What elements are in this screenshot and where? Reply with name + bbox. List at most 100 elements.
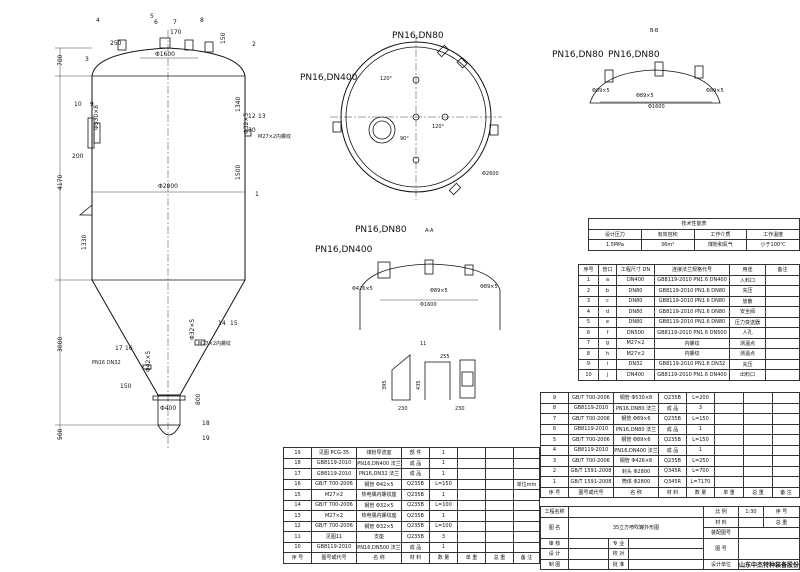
label: 审 核 [540, 537, 569, 549]
dim-200: 200 [72, 153, 84, 160]
table-cell [765, 327, 800, 339]
dim-3000: 3000 [57, 337, 64, 352]
table-cell: L=7170 [686, 476, 715, 488]
table-cell: DN80 [616, 285, 655, 297]
table-cell [485, 457, 514, 469]
table-cell: 19 [283, 447, 312, 459]
header-cell: 名 称 [356, 552, 402, 564]
table-cell [714, 413, 744, 425]
detail-11: 11 [420, 341, 426, 347]
table-cell: j [598, 369, 617, 381]
dim-bb-d89a: Φ89×5 [592, 88, 610, 94]
table-cell [457, 499, 486, 511]
table-cell [765, 274, 800, 286]
table-cell: 压力变送器 [729, 316, 766, 328]
label: 比 例 [703, 506, 739, 518]
label: 10 [74, 101, 82, 108]
table-cell: 10 [283, 541, 312, 553]
table-cell: h [598, 348, 617, 360]
table-cell: 1 [540, 476, 569, 488]
table-cell [714, 444, 744, 456]
table-cell: 钢管 Φ530×8 [613, 392, 659, 404]
table-cell [714, 423, 744, 435]
table-cell: i [598, 358, 617, 370]
table-cell [513, 520, 540, 532]
table-cell [457, 447, 486, 459]
support-detail [391, 354, 476, 401]
table-cell: 1 [429, 447, 458, 459]
dim-d1600: Φ1600 [155, 51, 175, 58]
table-cell: GB/T 700-2006 [311, 478, 357, 490]
tech-value: 1.5MPa [588, 239, 642, 251]
table-cell: 煤粉导流室 [356, 447, 402, 459]
table-cell: Q235B [658, 392, 687, 404]
table-cell [513, 510, 540, 522]
table-cell: 支座 [356, 531, 402, 543]
label-aa-dn400: PN16,DN400 [315, 245, 373, 255]
label-bb-dn80-1: PN16,DN80 [552, 50, 604, 60]
table-cell: Q235B [658, 413, 687, 425]
dim-bb-d89c: Φ89×5 [706, 88, 724, 94]
table-cell [513, 489, 540, 501]
dim-1340: 1340 [235, 97, 242, 112]
table-cell: f [598, 327, 617, 339]
dim-800: 800 [195, 393, 202, 405]
table-cell: 成 品 [658, 444, 687, 456]
table-cell [743, 392, 773, 404]
table-cell: M27×2 [616, 348, 655, 360]
table-cell [485, 468, 514, 480]
table-cell [743, 465, 773, 477]
table-cell: 14 [283, 499, 312, 511]
label: 序 号 [763, 506, 800, 518]
table-cell: M27×2 [311, 510, 357, 522]
table-cell: 12 [283, 520, 312, 532]
table-cell: 单位mm [513, 478, 540, 490]
table-cell: PN16,DN80 法兰 [613, 423, 659, 435]
table-cell: 7 [540, 413, 569, 425]
table-cell: 3 [429, 531, 458, 543]
table-cell [485, 478, 514, 490]
table-cell [457, 531, 486, 543]
table-cell [457, 489, 486, 501]
table-cell [765, 348, 800, 360]
table-cell [772, 444, 800, 456]
vessel-top-view [330, 35, 502, 200]
table-cell: c [598, 295, 617, 307]
header-cell: 序 号 [540, 486, 569, 498]
tech-table-title: 技术性能表 [588, 218, 800, 230]
table-cell: GB/T 1591-2008 [568, 476, 614, 488]
dim-d32-lower: Φ32×5 [189, 319, 196, 340]
table-cell: 2 [578, 285, 599, 297]
label: 图 号 [703, 537, 739, 560]
table-cell: 测温点 [729, 337, 766, 349]
label-top-dn80: PN16,DN80 [392, 31, 444, 41]
table-cell [485, 510, 514, 522]
table-cell: DN500 [616, 327, 655, 339]
label: 图 名 [540, 516, 569, 539]
table-cell: 入料口 [729, 274, 766, 286]
table-cell: 1 [429, 489, 458, 501]
table-cell: 1 [429, 541, 458, 553]
table-cell [772, 423, 800, 435]
table-cell: 内螺纹 [654, 337, 730, 349]
table-cell: 9 [578, 358, 599, 370]
section-b-b [589, 61, 721, 104]
table-cell: 1 [578, 274, 599, 286]
table-cell: GB8119-2010 PN1.6 DN80 [654, 316, 730, 328]
table-cell: L=700 [686, 465, 715, 477]
table-cell: L=150 [686, 434, 715, 446]
table-cell [765, 316, 800, 328]
table-cell [772, 455, 800, 467]
label: 设 计 [540, 548, 569, 560]
table-cell: L=250 [686, 455, 715, 467]
label: 装配图号 [703, 527, 739, 539]
